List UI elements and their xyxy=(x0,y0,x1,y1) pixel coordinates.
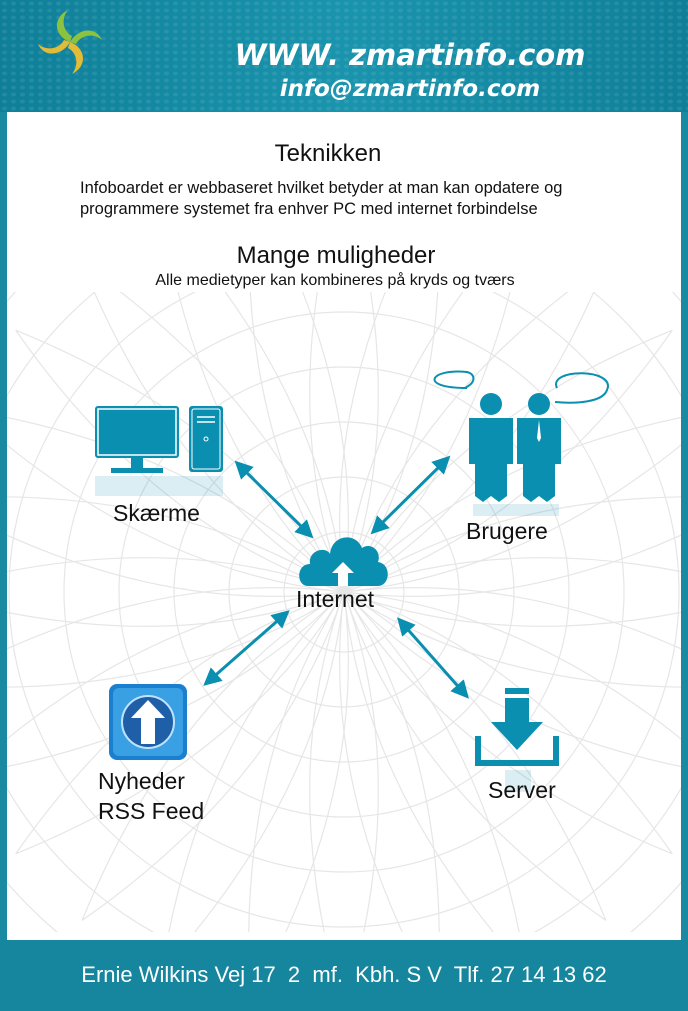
background-curve xyxy=(343,591,607,921)
label-screens: Skærme xyxy=(113,500,200,526)
background-curve xyxy=(343,591,681,740)
background-curve xyxy=(309,292,345,593)
arrow-screens-internet xyxy=(234,460,314,539)
background-curve xyxy=(285,591,349,932)
background-ring xyxy=(228,476,460,708)
section-title-muligheder: Mange muligheder xyxy=(236,242,436,269)
background-curve xyxy=(7,416,345,593)
rss-globe-icon xyxy=(109,684,187,760)
background-curve xyxy=(343,591,607,921)
background-curve xyxy=(224,292,345,593)
background-curve xyxy=(177,292,345,593)
computer-icon xyxy=(95,406,223,496)
label-internet: Internet xyxy=(296,586,374,612)
website-url[interactable]: WWW. zmartinfo.com xyxy=(234,38,586,72)
background-ring xyxy=(283,531,405,653)
label-rss: Nyheder RSS Feed xyxy=(98,766,204,826)
background-curve xyxy=(249,292,345,593)
background-curve xyxy=(343,587,681,650)
background-curve xyxy=(309,591,345,932)
background-curve xyxy=(343,496,681,593)
background-curve xyxy=(168,591,345,932)
background-curve xyxy=(343,591,520,932)
background-web-pattern xyxy=(7,292,681,932)
label-server: Server xyxy=(488,777,556,803)
background-ring xyxy=(118,366,570,818)
footer-address: Ernie Wilkins Vej 17 2 mf. Kbh. S V Tlf.… xyxy=(81,962,607,987)
background-curve xyxy=(7,591,345,627)
arrow-rss-internet xyxy=(203,610,290,686)
background-curve xyxy=(339,292,387,593)
background-curve xyxy=(343,292,511,593)
background-curve xyxy=(343,416,681,593)
background-ring xyxy=(8,292,680,928)
background-curve xyxy=(15,591,345,855)
background-ring xyxy=(173,421,515,763)
arrow-server-internet xyxy=(397,617,469,699)
footer-bar: Ernie Wilkins Vej 17 2 mf. Kbh. S V Tlf.… xyxy=(0,940,688,1011)
background-curve xyxy=(343,534,681,597)
label-rss-line2: RSS Feed xyxy=(98,798,205,824)
background-curve xyxy=(343,591,495,932)
content-panel: Teknikken Infoboardet er webbaseret hvil… xyxy=(7,112,681,940)
header-banner: WWW. zmartinfo.com info@zmartinfo.com xyxy=(0,0,688,112)
users-icon xyxy=(433,370,609,516)
server-download-icon xyxy=(475,688,559,792)
background-curve xyxy=(193,591,345,932)
background-curve xyxy=(7,591,345,740)
email-address[interactable]: info@zmartinfo.com xyxy=(279,76,541,102)
background-curve xyxy=(343,591,681,627)
label-rss-line1: Nyheder xyxy=(98,768,185,794)
arrow-users-internet xyxy=(370,455,451,535)
background-curve xyxy=(343,591,681,688)
background-curve xyxy=(7,557,345,593)
header-pattern xyxy=(0,0,688,112)
background-curve xyxy=(119,292,345,593)
cloud-upload-icon xyxy=(299,537,388,586)
background-curve xyxy=(7,496,345,593)
intro-text: Infoboardet er webbaseret hvilket betyde… xyxy=(80,179,563,218)
background-curve xyxy=(81,591,345,921)
background-curve xyxy=(7,587,345,650)
label-users: Brugere xyxy=(466,518,548,544)
background-curve xyxy=(15,329,345,593)
background-curve xyxy=(343,292,439,593)
options-subtitle: Alle medietyper kan kombineres på kryds … xyxy=(155,272,515,289)
background-curve xyxy=(343,292,569,593)
section-title-teknikken: Teknikken xyxy=(274,140,382,167)
background-curve xyxy=(7,444,345,593)
background-curve xyxy=(343,557,681,593)
background-curve xyxy=(7,591,345,688)
background-curve xyxy=(81,591,345,921)
background-curve xyxy=(343,591,440,932)
background-curve xyxy=(7,534,345,597)
background-curve xyxy=(343,329,673,593)
background-ring xyxy=(63,311,625,873)
background-curve xyxy=(248,591,345,932)
background-curve xyxy=(343,292,379,593)
background-curve xyxy=(343,444,681,593)
connection-arrows xyxy=(203,455,469,699)
background-curve xyxy=(343,591,379,932)
background-curve xyxy=(339,591,403,932)
logo-swirl-icon xyxy=(38,10,102,74)
